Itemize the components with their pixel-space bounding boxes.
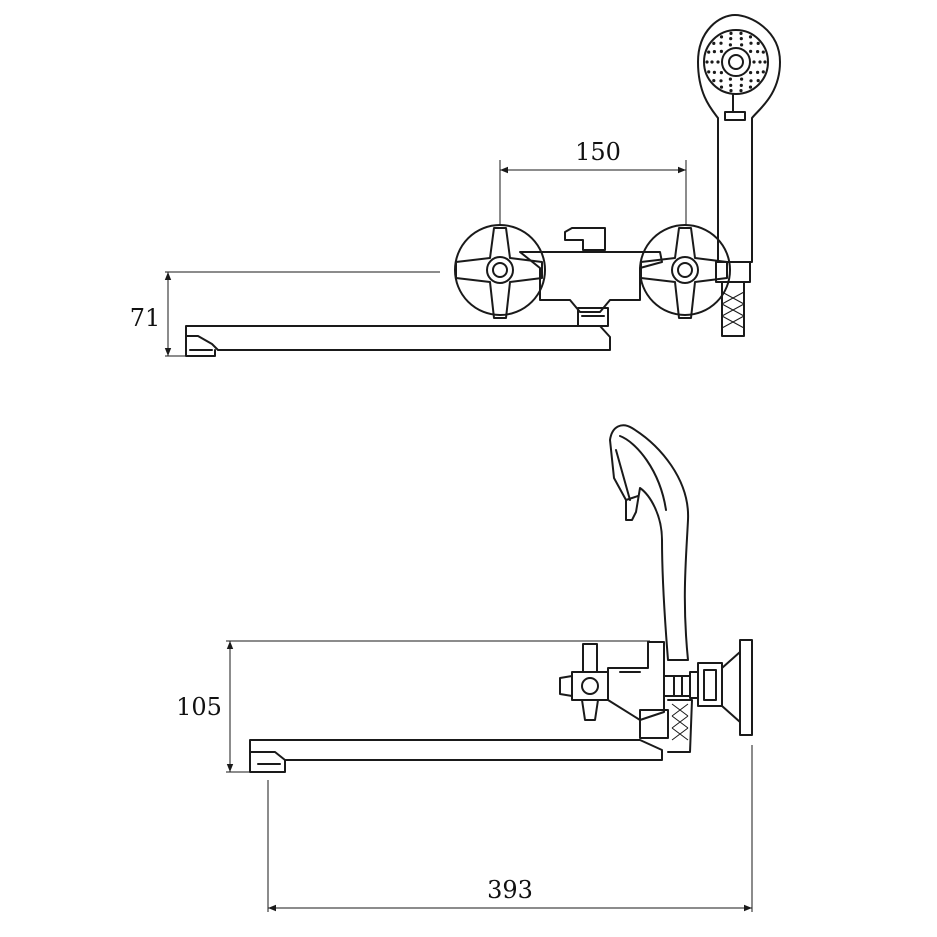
front-handle-left	[454, 224, 546, 319]
nozzle-dot	[739, 83, 743, 87]
nozzle-dot	[739, 89, 743, 93]
nozzle-dot	[749, 41, 753, 45]
nozzle-dot	[719, 71, 724, 75]
nozzle-dot	[707, 50, 711, 54]
dimension-label-handle-spacing: 150	[575, 138, 621, 166]
nozzle-dot	[761, 50, 765, 54]
dimension-spout-height-side: 105	[176, 640, 650, 773]
nozzle-dot	[719, 85, 724, 89]
nozzle-dot	[719, 41, 723, 45]
nozzle-dot	[728, 43, 733, 47]
nozzle-dot	[761, 70, 765, 74]
nozzle-dot	[749, 49, 753, 54]
side-hose	[667, 699, 693, 753]
front-hose	[715, 261, 751, 337]
nozzle-dot	[712, 50, 717, 54]
nozzle-dot	[719, 79, 723, 83]
nozzle-dot	[712, 79, 716, 83]
nozzle-dot	[712, 41, 716, 46]
side-mixer-body	[607, 641, 669, 739]
dimension-spout-height-front: 71	[130, 271, 440, 357]
nozzle-dot	[749, 71, 753, 75]
nozzle-dot	[756, 41, 760, 46]
nozzle-dot	[756, 70, 760, 74]
nozzle-dot	[740, 77, 744, 81]
nozzle-dot	[752, 60, 756, 64]
nozzle-dot	[712, 70, 717, 74]
front-spout	[185, 325, 611, 357]
nozzle-dot	[729, 37, 733, 41]
nozzle-dot	[756, 79, 760, 83]
front-handle-right	[639, 224, 731, 319]
side-hand-shower	[609, 424, 690, 661]
shower-nozzle-dots	[705, 31, 767, 93]
nozzle-dot	[739, 37, 743, 41]
nozzle-dot	[710, 60, 714, 64]
dimension-spout-length: 393	[267, 745, 753, 912]
dimension-label-spout-length: 393	[487, 876, 533, 904]
dimension-label-spout-height-side: 105	[176, 693, 222, 721]
nozzle-dot	[719, 49, 724, 54]
nozzle-dot	[716, 60, 720, 64]
nozzle-dot	[705, 60, 709, 64]
nozzle-dot	[749, 79, 753, 83]
dimension-label-spout-height-front: 71	[130, 304, 161, 332]
nozzle-dot	[748, 35, 753, 39]
front-view	[185, 14, 781, 357]
nozzle-dot	[740, 43, 744, 47]
side-handle	[559, 643, 609, 721]
nozzle-dot	[728, 77, 733, 81]
nozzle-dot	[729, 89, 733, 93]
nozzle-dot	[756, 50, 760, 54]
nozzle-dot	[719, 35, 724, 39]
nozzle-dot	[729, 31, 733, 35]
side-view	[249, 424, 753, 773]
nozzle-dot	[763, 60, 767, 64]
nozzle-dot	[748, 85, 753, 89]
front-hand-shower	[697, 14, 781, 263]
nozzle-dot	[729, 83, 733, 87]
nozzle-dot	[707, 70, 711, 74]
dimension-handle-spacing: 150	[499, 138, 687, 225]
side-spout	[249, 739, 663, 773]
nozzle-dot	[739, 31, 743, 35]
nozzle-dot	[758, 60, 762, 64]
side-wall-bracket	[721, 639, 753, 736]
